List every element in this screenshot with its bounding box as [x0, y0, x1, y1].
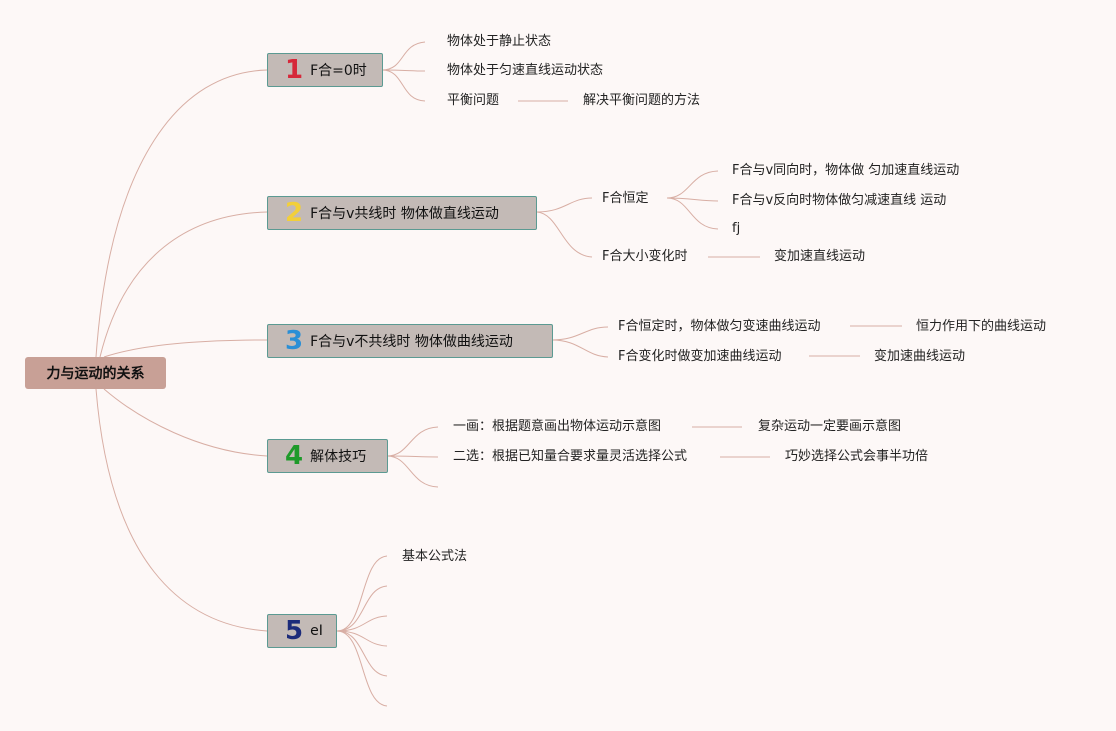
- branch-1-child-3[interactable]: 平衡问题: [447, 93, 500, 108]
- connector-b1-c2: [381, 69, 426, 72]
- connector-b5-c1: [336, 555, 388, 632]
- connector-root-b5: [95, 388, 268, 632]
- connector-b1-c3: [381, 69, 426, 102]
- branch-4-child-1[interactable]: 一画：根据题意画出物体运动示意图: [453, 419, 662, 434]
- branch-2-child-1-2[interactable]: F合与v反向时物体做匀减速直线 运动: [732, 193, 947, 208]
- connector-b1-c1: [381, 41, 426, 71]
- number-2-icon: 2: [285, 198, 304, 228]
- branch-1-node[interactable]: 1 F合=0时: [267, 53, 383, 87]
- branch-3-child-2-next[interactable]: 变加速曲线运动: [874, 349, 966, 364]
- branch-4-child-2[interactable]: 二选：根据已知量合要求量灵活选择公式: [453, 449, 688, 464]
- connector-root-b3: [103, 339, 268, 358]
- connector-b3-c2: [551, 339, 609, 358]
- connector-b2-c1-2: [666, 197, 719, 202]
- branch-5-label: eI: [310, 623, 323, 639]
- branch-2-child-1[interactable]: F合恒定: [602, 191, 649, 206]
- connector-b2-c1-3: [666, 197, 719, 230]
- branch-5-child-1[interactable]: 基本公式法: [402, 549, 468, 564]
- branch-3-child-1[interactable]: F合恒定时，物体做匀变速曲线运动: [618, 319, 821, 334]
- connector-root-b1: [95, 69, 268, 358]
- connector-b5-c4: [336, 630, 388, 647]
- branch-3-label: F合与v不共线时 物体做曲线运动: [310, 334, 513, 350]
- branch-2-child-2[interactable]: F合大小变化时: [602, 249, 688, 264]
- branch-2-child-2-next[interactable]: 变加速直线运动: [774, 249, 866, 264]
- connector-b4-c3: [386, 455, 439, 488]
- connector-root-b2: [99, 211, 268, 358]
- branch-4-child-2-next[interactable]: 巧妙选择公式会事半功倍: [785, 449, 929, 464]
- branch-1-label: F合=0时: [310, 63, 367, 79]
- branch-2-label: F合与v共线时 物体做直线运动: [310, 206, 499, 222]
- connector-b4-c2: [386, 455, 439, 458]
- number-4-icon: 4: [285, 441, 304, 471]
- connector-b3-c1: [551, 326, 609, 341]
- branch-1-child-1[interactable]: 物体处于静止状态: [447, 34, 552, 49]
- branch-3-child-1-next[interactable]: 恒力作用下的曲线运动: [916, 319, 1047, 334]
- branch-3-child-2[interactable]: F合变化时做变加速曲线运动: [618, 349, 782, 364]
- number-5-icon: 5: [285, 616, 304, 646]
- branch-2-child-1-3[interactable]: fj: [732, 221, 741, 236]
- connector-b5-c2: [336, 585, 388, 632]
- connector-b2-c1-1: [666, 170, 719, 199]
- branch-4-label: 解体技巧: [310, 449, 367, 465]
- branch-3-node[interactable]: 3 F合与v不共线时 物体做曲线运动: [267, 324, 553, 358]
- root-label: 力与运动的关系: [46, 366, 145, 382]
- root-node[interactable]: 力与运动的关系: [25, 357, 166, 389]
- connector-b5-c3: [336, 615, 388, 632]
- branch-5-node[interactable]: 5 eI: [267, 614, 337, 648]
- branch-2-node[interactable]: 2 F合与v共线时 物体做直线运动: [267, 196, 537, 230]
- branch-1-child-2[interactable]: 物体处于匀速直线运动状态: [447, 63, 604, 78]
- branch-4-child-1-next[interactable]: 复杂运动一定要画示意图: [758, 419, 902, 434]
- branch-2-child-1-1[interactable]: F合与v同向时，物体做 匀加速直线运动: [732, 163, 960, 178]
- connector-root-b4: [103, 388, 268, 457]
- branch-4-node[interactable]: 4 解体技巧: [267, 439, 388, 473]
- number-3-icon: 3: [285, 326, 304, 356]
- connector-b5-c6: [336, 630, 388, 707]
- connector-b2-c1: [536, 197, 593, 213]
- connector-b2-c2: [536, 211, 593, 258]
- branch-1-child-3-next[interactable]: 解决平衡问题的方法: [583, 93, 701, 108]
- connector-b4-c1: [386, 426, 439, 457]
- connector-b5-c5: [336, 630, 388, 677]
- number-1-icon: 1: [285, 55, 304, 85]
